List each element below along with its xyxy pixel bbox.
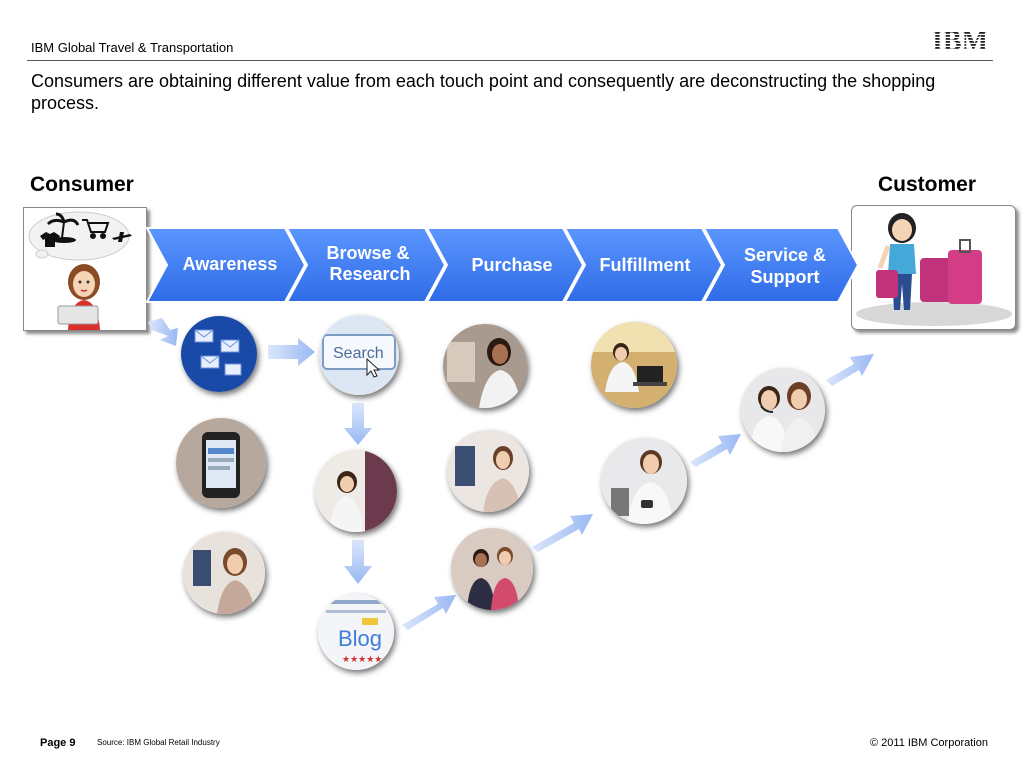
stage-label-service-2: Support — [751, 267, 820, 287]
consumer-illustration — [28, 211, 132, 330]
stage-chevron-purchase: Purchase — [425, 227, 585, 303]
online-purchase-icon — [443, 324, 527, 408]
stage-chevron-browse: Browse & Research — [285, 227, 447, 303]
ibm-logo-text: IBM — [932, 26, 988, 52]
header-title: IBM Global Travel & Transportation — [31, 40, 234, 55]
flow-arrow-store-to-blog — [344, 540, 372, 584]
group-shopping-icon — [451, 528, 533, 610]
mobile-user-icon — [601, 438, 687, 524]
flow-arrows — [148, 318, 874, 630]
page-number: Page 9 — [40, 737, 76, 749]
copyright: © 2011 IBM Corporation — [870, 737, 988, 749]
flow-arrow-blog-to-group — [402, 595, 456, 630]
stage-label-fulfillment: Fulfillment — [600, 255, 691, 275]
consumer-picture — [23, 207, 147, 331]
header-divider — [27, 60, 993, 61]
consumer-label: Consumer — [30, 173, 134, 196]
stage-chevron-fulfillment: Fulfillment — [563, 227, 724, 303]
in-store-purchase-icon — [447, 430, 529, 512]
call-center-icon — [741, 368, 825, 452]
source-note: Source: IBM Global Retail Industry — [97, 738, 220, 747]
tv-ad-icon — [183, 532, 265, 614]
stage-label-browse-1: Browse & — [326, 243, 409, 263]
stage-chevron-service: Service & Support — [702, 227, 860, 303]
flow-arrow-consumer-to-email — [148, 318, 178, 346]
customer-illustration — [856, 213, 1012, 326]
mobile-phone-icon — [176, 418, 266, 508]
email-icon — [181, 316, 257, 392]
search-box-icon: Search — [319, 315, 399, 395]
stage-label-purchase: Purchase — [471, 255, 552, 275]
stage-label-awareness: Awareness — [183, 254, 278, 274]
flow-arrow-group-to-mobile — [532, 514, 593, 552]
girl-figure — [57, 264, 100, 330]
shirt-icon — [40, 232, 60, 247]
shopping-cart-icon — [82, 219, 110, 239]
stage-chevron-awareness: Awareness — [145, 227, 307, 303]
blog-icon: Blog ★★★★★ — [318, 594, 394, 670]
ibm-logo: IBM — [932, 26, 988, 52]
search-text: Search — [333, 345, 384, 362]
luggage-icon — [876, 239, 982, 304]
store-browsing-icon — [315, 450, 397, 532]
customer-picture — [851, 205, 1016, 330]
flow-arrow-call-to-customer — [826, 354, 874, 386]
flow-arrow-email-to-search — [268, 338, 315, 366]
blog-text: Blog — [338, 626, 382, 651]
woman-figure — [877, 213, 916, 310]
airplane-icon — [112, 232, 132, 242]
stage-label-service-1: Service & — [744, 245, 826, 265]
slide-subtitle: Consumers are obtaining different value … — [31, 71, 936, 113]
stage-label-browse-2: Research — [329, 264, 410, 284]
flow-arrow-mobile-to-call — [690, 434, 741, 467]
laptop-user-icon — [591, 322, 677, 408]
svg-text:★★★★★: ★★★★★ — [342, 654, 382, 664]
flow-arrow-search-to-store — [344, 403, 372, 445]
customer-label: Customer — [878, 173, 977, 196]
